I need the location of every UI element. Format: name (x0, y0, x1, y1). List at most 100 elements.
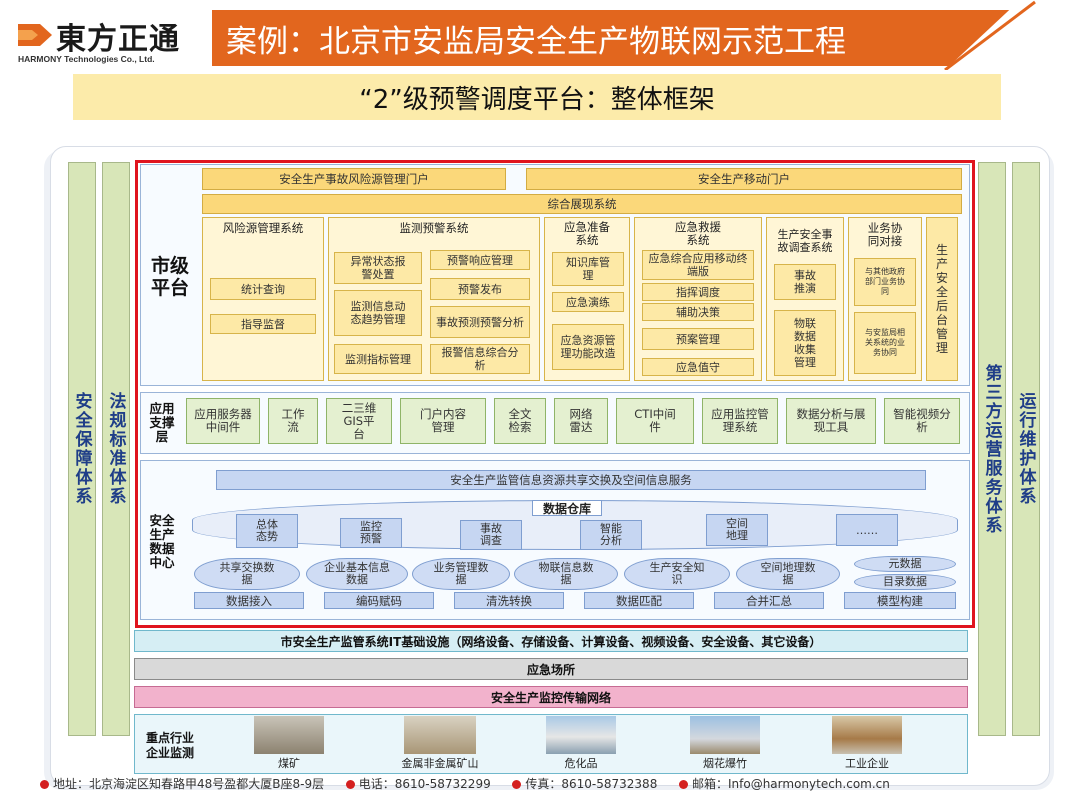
industry-item-label: 煤矿 (278, 757, 300, 770)
side-column-third-party: 第三方运营服务体系 (978, 162, 1006, 736)
coop-item: 与安监局相关系统的业务协同 (854, 312, 916, 374)
warehouse-item: 智能分析 (580, 520, 642, 550)
logo-chinese: 東方正通 (56, 22, 180, 57)
it-infrastructure: 市安全生产监管系统IT基础设施（网络设备、存储设备、计算设备、视频设备、安全设备… (134, 630, 968, 652)
email-icon (678, 780, 688, 789)
prep-item: 知识库管理 (552, 252, 624, 286)
emergency-site: 应急场所 (134, 658, 968, 680)
data-center-label: 安全生产数据中心 (149, 513, 175, 570)
monitor-item: 预警响应管理 (430, 250, 530, 270)
footer-phone: 电话：8610-58732299 (358, 777, 491, 791)
page-subtitle: “2”级预警调度平台：整体框架 (359, 84, 715, 115)
fax-icon (512, 780, 522, 789)
logo-english: HARMONY Technologies Co., Ltd. (18, 54, 155, 64)
process-item: 编码赋码 (324, 592, 434, 609)
industry-item-label: 金属非金属矿山 (401, 757, 479, 770)
data-item: 企业基本信息数据 (306, 558, 408, 590)
monitor-item: 预警发布 (430, 278, 530, 300)
support-item: 应用服务器中间件 (186, 398, 260, 444)
industry-item-label: 工业企业 (845, 757, 889, 770)
monitor-item: 报警信息综合分析 (430, 344, 530, 374)
transmission-network: 安全生产监控传输网络 (134, 686, 968, 708)
title-slash-decoration (944, 0, 1045, 70)
risk-item: 统计查询 (210, 278, 316, 300)
prep-item: 应急资源管理功能改造 (552, 324, 624, 370)
industry-item-label: 烟花爆竹 (703, 757, 747, 770)
support-item: 全文检索 (494, 398, 546, 444)
industrial-photo (832, 716, 902, 754)
data-item: 业务管理数据 (412, 558, 510, 590)
rescue-item: 辅助决策 (642, 303, 754, 321)
page-title: 案例：北京市安监局安全生产物联网示范工程 (226, 24, 846, 60)
monitor-item: 监测指标管理 (334, 344, 422, 374)
side-column-regulation: 法规标准体系 (102, 162, 130, 736)
share-service: 安全生产监管信息资源共享交换及空间信息服务 (216, 470, 926, 490)
support-item: 应用监控管理系统 (702, 398, 778, 444)
highlight-box (135, 160, 975, 628)
warehouse-item: …… (836, 514, 898, 546)
footer: 地址：北京海淀区知春路甲48号盈都大厦B座8-9层 电话：8610-587322… (40, 775, 1080, 795)
support-item: 网络雷达 (554, 398, 608, 444)
coop-system-title: 业务协同对接 (867, 221, 903, 248)
industry-label: 重点行业企业监测 (145, 731, 194, 760)
data-item: 生产安全知识 (624, 558, 730, 590)
process-item: 合并汇总 (714, 592, 824, 609)
warehouse-item: 空间地理 (706, 514, 768, 546)
warehouse-item: 事故调查 (460, 520, 522, 550)
monitor-system-title: 监测预警系统 (399, 221, 469, 235)
prep-system-title: 应急准备系统 (564, 220, 610, 247)
fireworks-photo (690, 716, 760, 754)
support-item: CTI中间件 (616, 398, 694, 444)
support-item: 智能视频分析 (884, 398, 960, 444)
data-item: 物联信息数据 (514, 558, 618, 590)
portal-risk: 安全生产事故风险源管理门户 (202, 168, 506, 190)
address-icon (40, 780, 49, 789)
investigation-system-title: 生产安全事故调查系统 (777, 228, 833, 254)
footer-address: 地址：北京海淀区知春路甲48号盈都大厦B座8-9层 (53, 777, 325, 791)
investigation-item: 物联数据收集管理 (774, 310, 836, 376)
process-item: 清洗转换 (454, 592, 564, 609)
title-bar (212, 10, 1020, 66)
display-system: 综合展现系统 (202, 194, 962, 214)
support-item: 门户内容管理 (400, 398, 486, 444)
rescue-item: 应急值守 (642, 358, 754, 376)
process-item: 数据接入 (194, 592, 304, 609)
data-warehouse-title: 数据仓库 (532, 500, 602, 516)
side-column-maintenance: 运行维护体系 (1012, 162, 1040, 736)
data-item: 空间地理数据 (736, 558, 840, 590)
backend-management: 生产安全后台管理 (926, 217, 958, 381)
support-layer-label: 应用支撑层 (149, 401, 175, 444)
subtitle-bar (73, 74, 1001, 120)
coal-mine-photo (254, 716, 324, 754)
coop-item: 与其他政府部门业务协同 (854, 258, 916, 306)
support-item: 工作流 (268, 398, 318, 444)
side-column-security: 安全保障体系 (68, 162, 96, 736)
risk-system-title: 风险源管理系统 (222, 221, 304, 235)
metal-mine-photo (404, 716, 476, 754)
prep-item: 应急演练 (552, 292, 624, 312)
chemicals-photo (546, 716, 616, 754)
support-item: 数据分析与展现工具 (786, 398, 876, 444)
city-platform-label: 市级平台 (150, 255, 189, 299)
monitor-item: 异常状态报警处置 (334, 252, 422, 284)
footer-fax: 传真：8610-58732388 (525, 777, 658, 791)
phone-icon (345, 780, 355, 789)
monitor-item: 监测信息动态趋势管理 (334, 290, 422, 336)
investigation-item: 事故推演 (774, 264, 836, 300)
logo-mark-icon (18, 24, 52, 46)
rescue-item: 预案管理 (642, 328, 754, 350)
warehouse-item: 总体态势 (236, 514, 298, 548)
footer-email: 邮箱：Info@harmonytech.com.cn (691, 777, 890, 791)
data-item: 元数据 (854, 556, 956, 572)
portal-mobile: 安全生产移动门户 (526, 168, 962, 190)
industry-item-label: 危化品 (564, 757, 598, 770)
warehouse-item: 监控预警 (340, 518, 402, 548)
process-item: 数据匹配 (584, 592, 694, 609)
monitor-item: 事故预测预警分析 (430, 306, 530, 338)
rescue-item: 指挥调度 (642, 283, 754, 301)
risk-item: 指导监督 (210, 314, 316, 334)
rescue-system-title: 应急救援系统 (675, 220, 721, 247)
data-item: 共享交换数据 (194, 558, 300, 590)
support-item: 二三维GIS平台 (326, 398, 392, 444)
rescue-item: 应急综合应用移动终端版 (642, 250, 754, 280)
